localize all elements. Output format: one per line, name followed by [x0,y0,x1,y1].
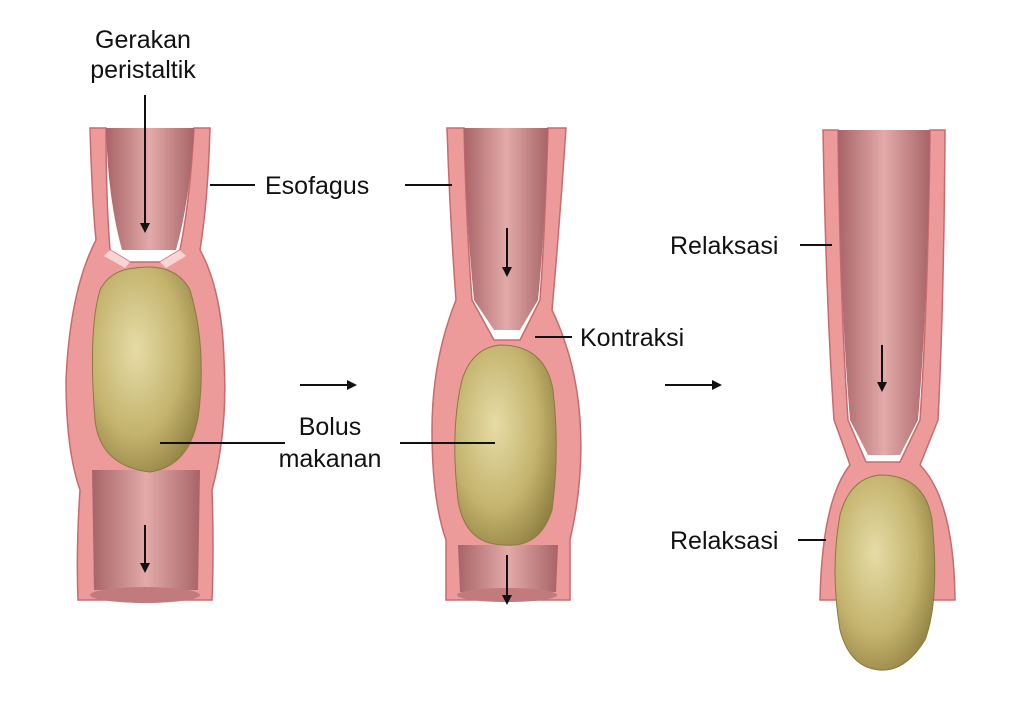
label-peristaltic: Gerakan [95,26,191,54]
label-esophagus: Esofagus [265,172,369,200]
esophagus-stage-2 [431,127,582,602]
label-bolus: Bolus [299,413,362,441]
label-relaxation-top: Relaksasi [670,232,778,260]
label-peristaltic-2: peristaltik [90,56,196,84]
label-bolus-2: makanan [279,445,382,473]
label-contraction: Kontraksi [580,324,684,352]
esophagus-stage-3 [819,129,956,671]
label-relaxation-bottom: Relaksasi [670,527,778,555]
